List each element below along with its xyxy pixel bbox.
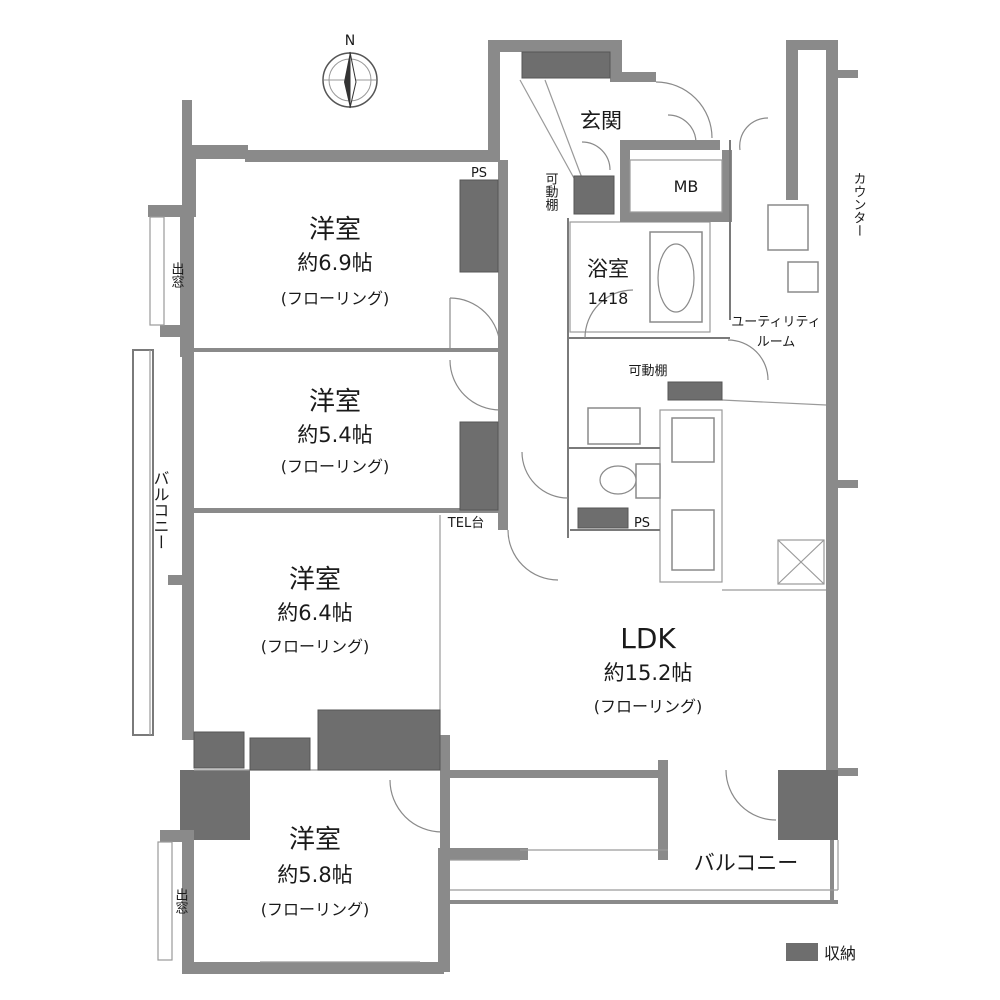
window-top-label: 出窓 [169,262,185,288]
room3-size: 約6.4帖 [277,601,352,625]
balcony-bottom-label: バルコニー [694,851,799,875]
utility-label-2: ルーム [757,335,796,350]
room3-name: 洋室 [289,565,341,595]
doors [389,81,777,833]
compass-north-label: N [345,33,355,49]
window-bottom-label: 出窓 [173,888,189,914]
shelf-mid-label: 可動棚 [628,364,667,379]
bath-label: 浴室 [587,257,629,281]
thin-lines [132,79,839,963]
compass-icon: N [322,33,378,109]
storage-areas [193,51,723,771]
room2-floor: (フローリング) [281,457,390,476]
tel-label: TEL台 [447,516,484,531]
room4-floor: (フローリング) [261,900,370,919]
ldk-size: 約15.2帖 [604,661,693,685]
ps-top-label: PS [471,166,487,181]
mb-label: MB [674,177,699,196]
room4-size: 約5.8帖 [277,863,352,887]
shelf-top-label: 可動棚 [543,172,559,211]
utility-label-1: ユーティリティ [731,315,820,330]
legend-swatch [786,943,818,961]
walls [148,40,858,974]
bath-size-label: 1418 [588,289,629,308]
ldk-floor: (フローリング) [594,697,703,716]
room4-name: 洋室 [289,825,341,855]
counter-label: カウンター [851,172,866,237]
legend: 収納 [786,943,856,963]
room1-floor: (フローリング) [281,289,390,308]
ps-mid-label: PS [634,516,650,531]
room1-size: 約6.9帖 [297,251,372,275]
room2-size: 約5.4帖 [297,423,372,447]
legend-label: 収納 [824,944,856,963]
balcony-left-label: バルコニー [151,470,170,550]
room2-name: 洋室 [309,387,361,417]
room1-name: 洋室 [309,215,361,245]
entrance-label: 玄関 [580,109,622,133]
room3-floor: (フローリング) [261,637,370,656]
ldk-name: LDK [620,622,676,655]
